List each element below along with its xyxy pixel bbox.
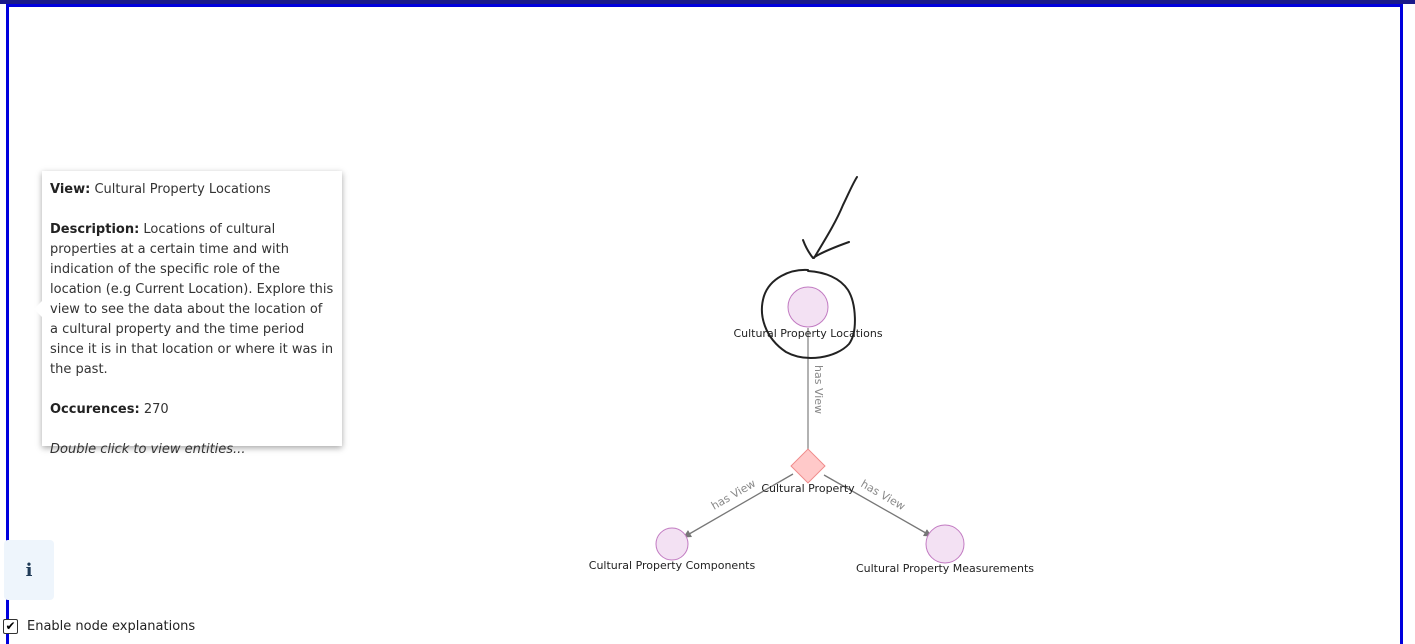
edge-label-top: has View	[812, 365, 825, 414]
node-cultural-property-measurements[interactable]	[925, 524, 965, 564]
hand-drawn-annotation	[760, 176, 858, 359]
node-label-center: Cultural Property	[761, 482, 855, 495]
node-label-components: Cultural Property Components	[589, 559, 756, 572]
node-tooltip: View: Cultural Property Locations Descri…	[34, 171, 342, 457]
graph-canvas-frame	[6, 4, 1403, 644]
tooltip-view: View: Cultural Property Locations	[50, 180, 334, 200]
edge-has-view-measurements[interactable]	[823, 474, 932, 537]
tooltip-hint: Double click to view entities...	[50, 440, 334, 460]
tooltip-occurrences: Occurences: 270	[50, 400, 334, 420]
enable-explanations-row[interactable]: ✔ Enable node explanations	[0, 616, 195, 636]
tooltip-hint-text: Double click to view entities...	[50, 442, 246, 457]
enable-explanations-checkbox[interactable]: ✔	[3, 618, 18, 634]
tooltip-occurrences-value: 270	[143, 402, 169, 417]
tooltip-view-value: Cultural Property Locations	[94, 182, 271, 197]
info-icon: i	[25, 559, 33, 581]
info-button[interactable]: i	[4, 540, 54, 600]
node-cultural-property-components[interactable]	[655, 527, 689, 561]
edge-has-view-components[interactable]	[683, 473, 794, 538]
node-label-measurements: Cultural Property Measurements	[856, 562, 1034, 575]
top-strip	[0, 0, 1415, 4]
edge-label-left: has View	[709, 477, 758, 513]
tooltip-description: Description: Locations of cultural prope…	[50, 220, 334, 380]
node-label-locations: Cultural Property Locations	[733, 327, 882, 340]
node-cultural-property-locations[interactable]	[787, 286, 829, 328]
edge-label-right: has View	[859, 477, 908, 513]
tooltip-description-value: Locations of cultural properties at a ce…	[50, 222, 334, 377]
tooltip-view-label: View:	[50, 182, 91, 197]
tooltip-occurrences-label: Occurences:	[50, 402, 140, 417]
enable-explanations-label: Enable node explanations	[27, 618, 196, 634]
tooltip-description-label: Description:	[50, 222, 140, 237]
node-cultural-property[interactable]	[790, 448, 826, 484]
